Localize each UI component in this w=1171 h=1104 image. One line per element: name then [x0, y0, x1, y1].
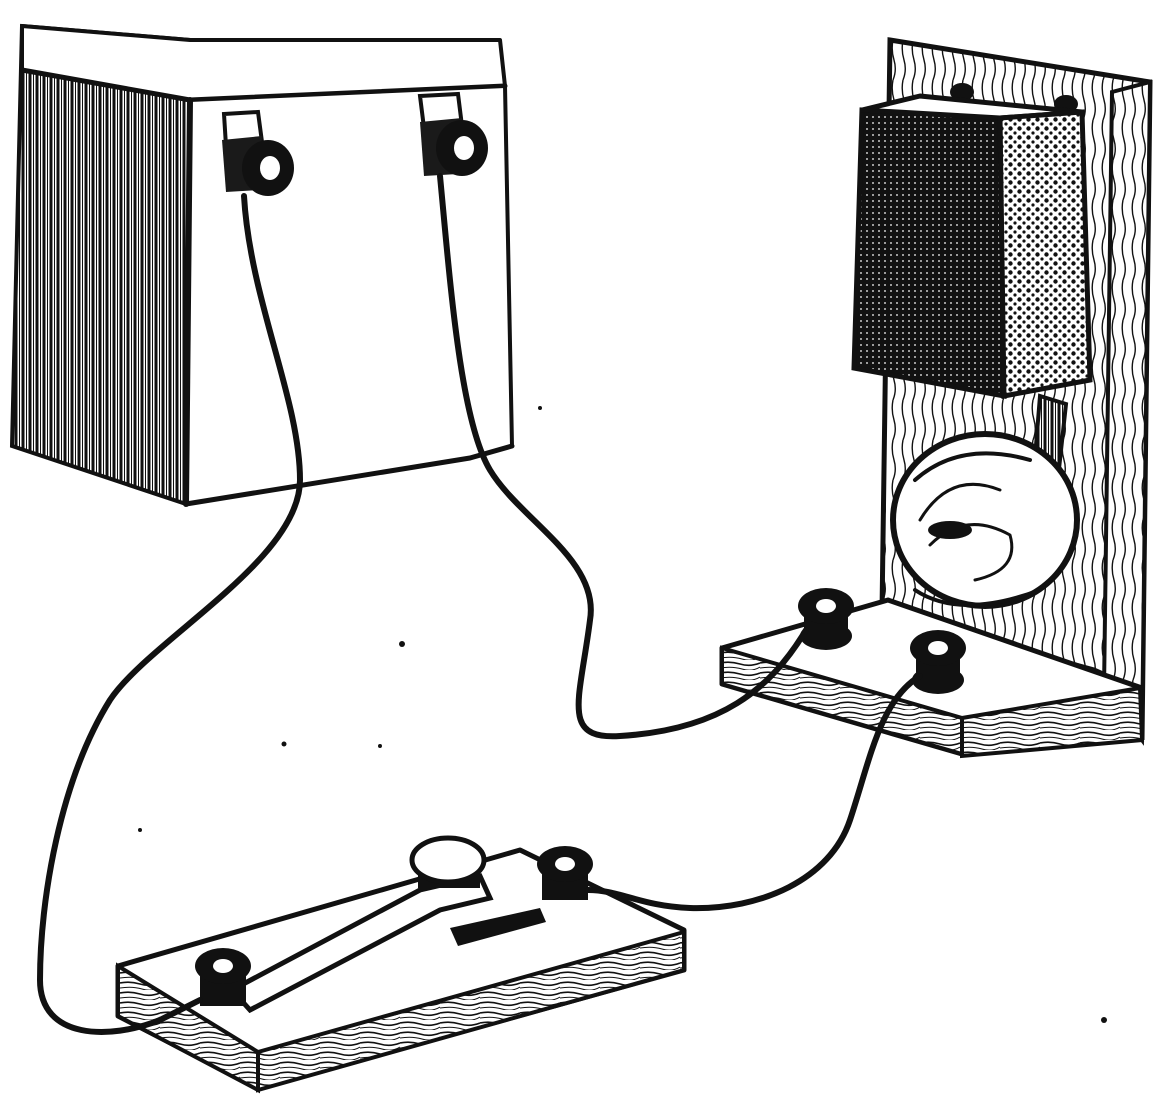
- bell-coil-housing: [851, 107, 1007, 400]
- telegraph-key: [115, 835, 687, 1094]
- wire-battery-to-bell: [437, 173, 809, 740]
- key-lever: [228, 873, 494, 1014]
- wire-battery-to-key: [37, 193, 303, 1035]
- electric-bell: [719, 37, 1153, 759]
- battery-terminal-right: [417, 91, 488, 176]
- bell-terminal-right: [910, 630, 966, 694]
- wire-bell-to-key: [585, 673, 923, 912]
- key-contact-plate: [450, 908, 546, 946]
- key-terminal-left: [195, 948, 251, 1006]
- battery-box: [9, 23, 515, 507]
- wires: [37, 173, 923, 1035]
- key-terminal-right: [537, 846, 593, 900]
- print-specks: [138, 406, 1107, 1023]
- bell-terminal-left: [798, 588, 854, 650]
- battery-terminal-left: [221, 109, 294, 196]
- bell-gong: [890, 431, 1080, 609]
- key-knob: [409, 835, 487, 888]
